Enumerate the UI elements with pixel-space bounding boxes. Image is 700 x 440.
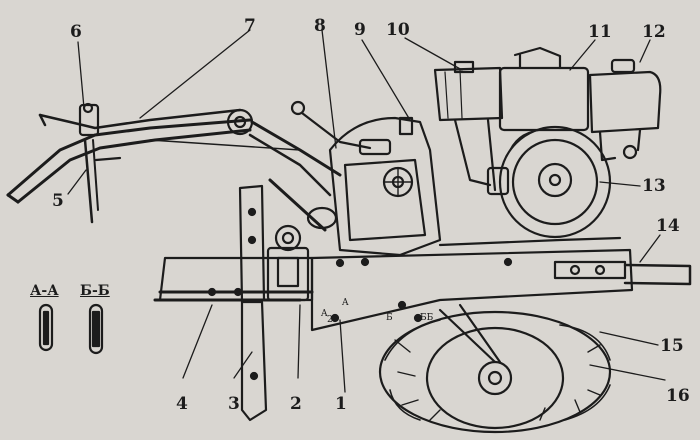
- svg-text:Б: Б: [386, 313, 393, 323]
- tiller-rotor: [378, 303, 612, 434]
- callout-15: 15: [660, 336, 684, 356]
- transmission-housing: [328, 116, 442, 257]
- section-views: [38, 303, 104, 355]
- callout-1: 1: [335, 394, 347, 414]
- handlebar-assembly: [6, 102, 342, 224]
- callout-11: 11: [588, 22, 612, 42]
- callout-10: 10: [386, 20, 410, 40]
- section-label-b: Б-Б: [80, 283, 110, 299]
- svg-text:A: A: [320, 309, 328, 319]
- svg-text:A: A: [341, 298, 349, 308]
- coupling-bracket: [266, 178, 338, 302]
- callout-4: 4: [176, 394, 188, 414]
- flywheel: [486, 125, 612, 239]
- fuel-tank: [588, 58, 662, 162]
- callout-3: 3: [228, 394, 240, 414]
- section-label-a: А-А: [30, 283, 59, 299]
- callout-14: 14: [656, 216, 680, 236]
- svg-text:2: 2: [327, 315, 333, 325]
- callout-6: 6: [70, 22, 82, 42]
- callout-9: 9: [354, 20, 366, 40]
- callout-13: 13: [642, 176, 666, 196]
- callout-7: 7: [244, 16, 256, 36]
- callout-5: 5: [52, 191, 64, 211]
- callout-16: 16: [666, 386, 690, 406]
- leader-lines: [67, 29, 666, 393]
- callout-8: 8: [314, 16, 326, 36]
- control-rod: [290, 100, 392, 156]
- callout-2: 2: [290, 394, 302, 414]
- svg-text:ББ: ББ: [420, 313, 434, 323]
- callout-12: 12: [642, 22, 666, 42]
- hitch-bar: [238, 184, 268, 422]
